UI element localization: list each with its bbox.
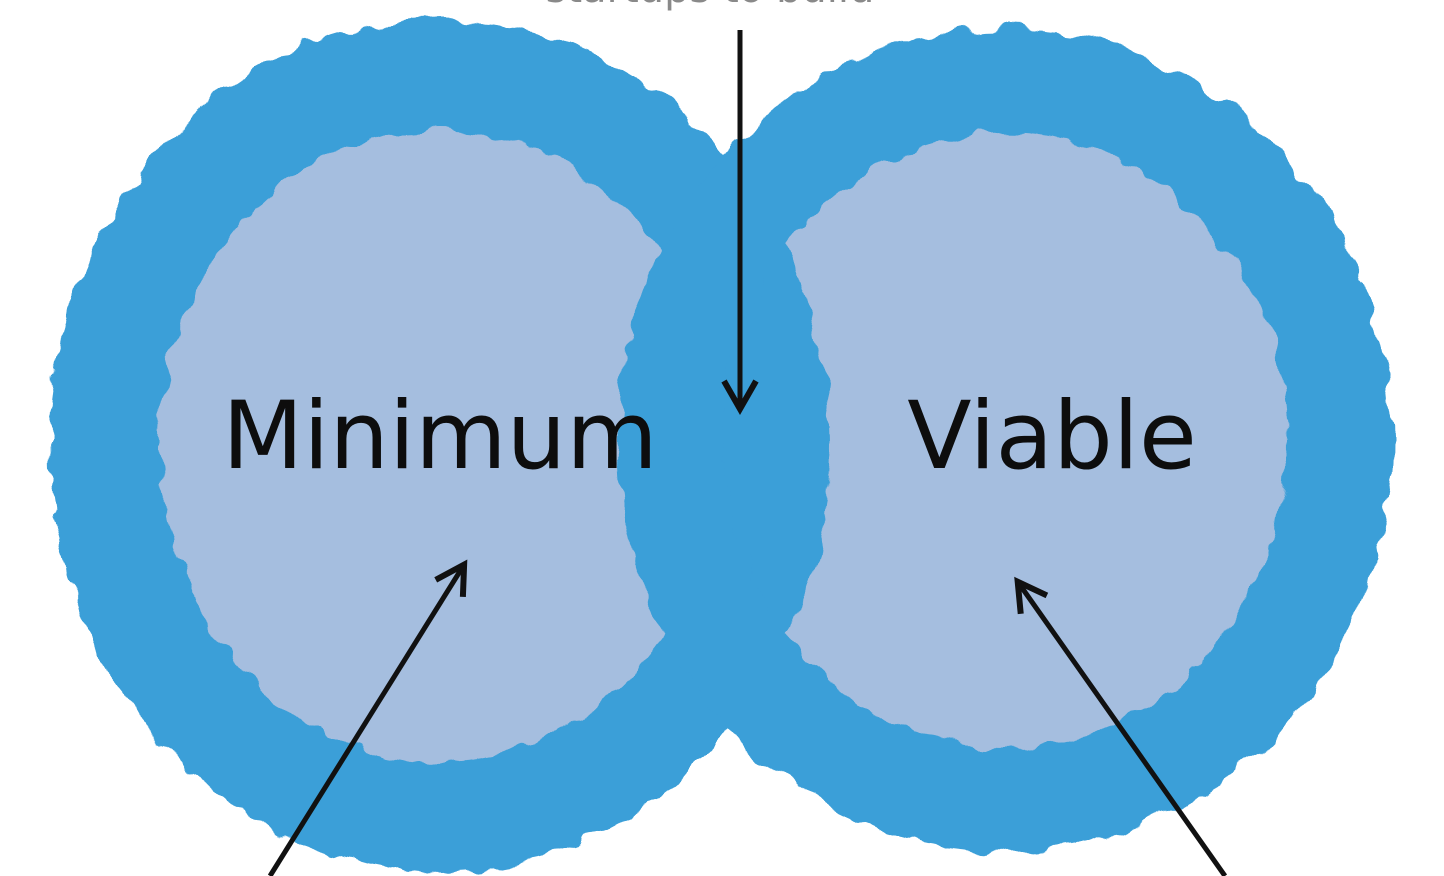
bottom-left-arrow bbox=[267, 559, 468, 876]
left-label-minimum: Minimum bbox=[222, 382, 658, 491]
right-circle-fill bbox=[670, 85, 1330, 795]
left-circle-fill bbox=[120, 85, 760, 795]
bottom-right-arrow bbox=[1014, 576, 1228, 876]
left-circle-ring bbox=[50, 20, 830, 870]
top-caption: startups to build bbox=[546, 0, 875, 12]
right-circle-ring bbox=[617, 27, 1393, 853]
right-label-viable: Viable bbox=[907, 382, 1197, 491]
